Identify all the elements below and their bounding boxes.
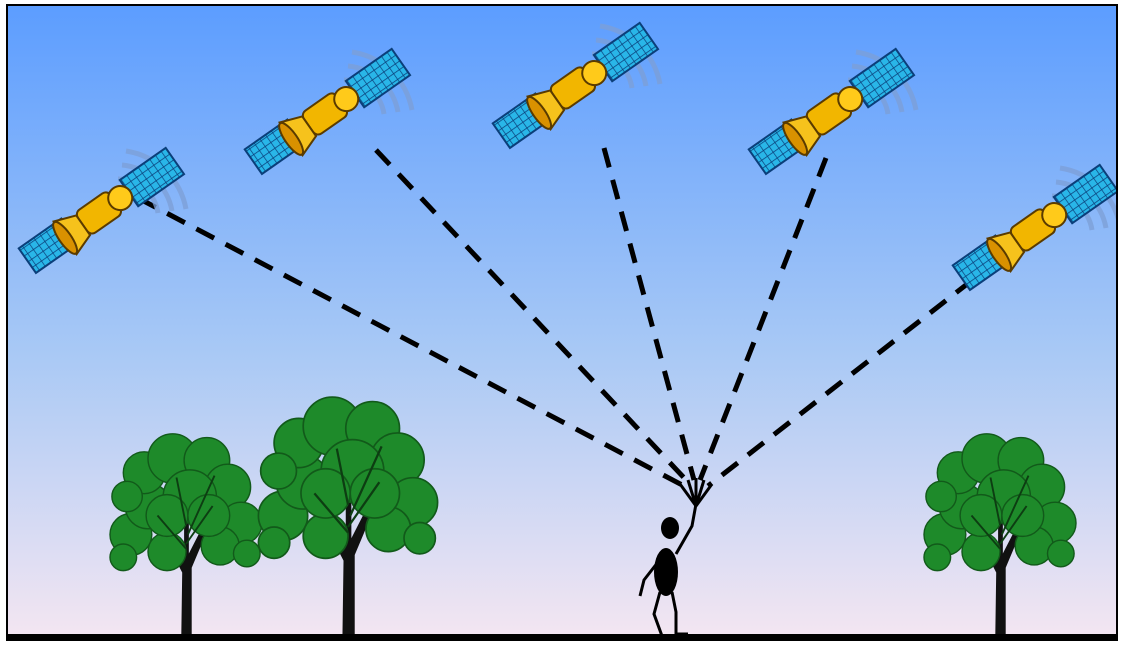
ground-line — [8, 634, 1116, 639]
gps-scene — [8, 6, 1116, 639]
person-icon — [638, 478, 714, 638]
gps-diagram-frame — [6, 4, 1118, 641]
signal-lines — [136, 147, 1000, 489]
signal-line-3 — [601, 147, 697, 481]
signal-line-1 — [136, 195, 686, 489]
signal-line-5 — [706, 258, 1000, 488]
signal-line-4 — [697, 157, 829, 481]
signal-line-2 — [374, 148, 690, 484]
